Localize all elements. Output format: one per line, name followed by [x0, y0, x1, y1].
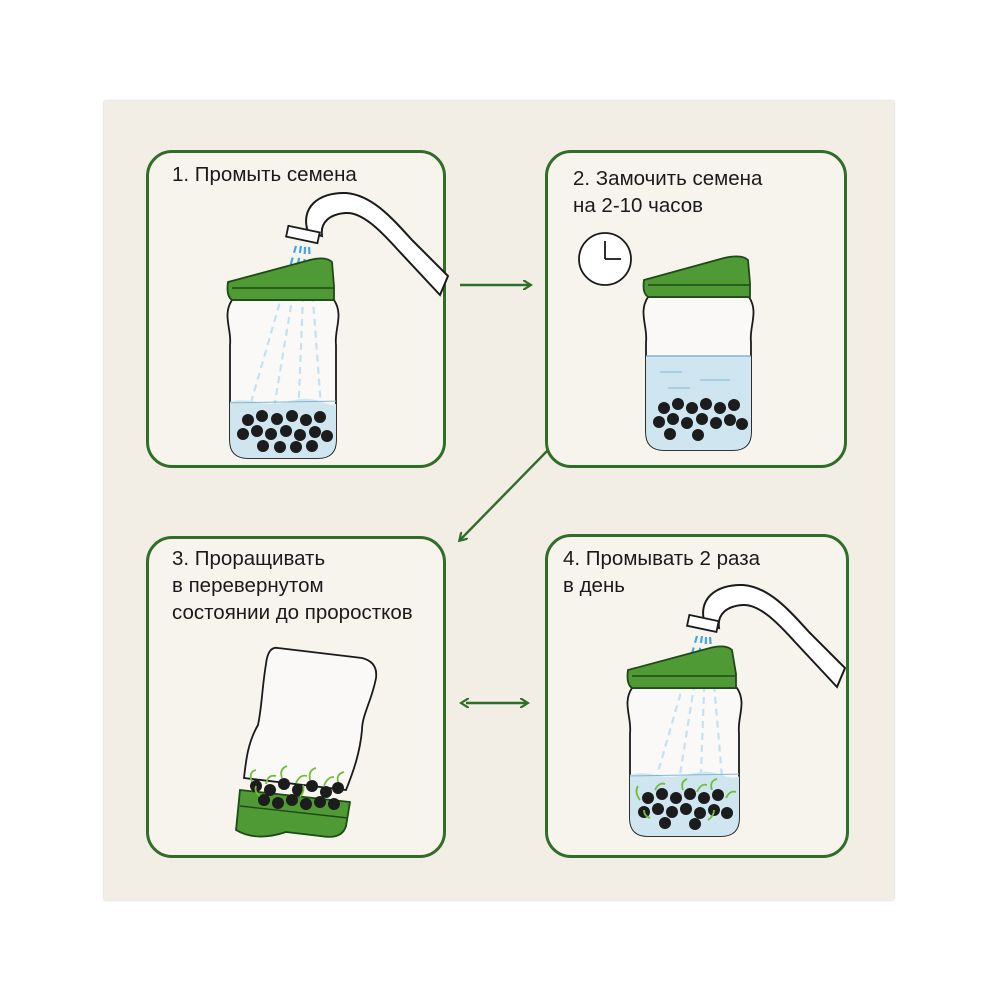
- seed-icon: [638, 788, 733, 830]
- step-2-line-1: 2. Замочить семена: [573, 167, 763, 190]
- faucet-icon: [686, 583, 847, 689]
- step-4-line-1: 4. Промывать 2 раза: [563, 547, 761, 570]
- step-3-caption: 3. Проращивать в перевернутом состоянии …: [172, 545, 413, 626]
- sprout-icon: [249, 765, 345, 798]
- seed-icon: [653, 398, 748, 441]
- faucet-icon: [285, 191, 450, 297]
- step-1-line-1: 1. Промыть семена: [172, 163, 357, 186]
- seed-icon: [250, 778, 344, 810]
- arrow-step2-to-step3: [460, 449, 549, 540]
- step-3-line-3: состоянии до проростков: [172, 601, 413, 624]
- step-2-line-2: на 2-10 часов: [573, 194, 703, 217]
- step-4-line-2: в день: [563, 574, 625, 597]
- clock-icon: [578, 232, 632, 286]
- step-1-caption: 1. Промыть семена: [172, 161, 357, 188]
- seed-icon: [237, 410, 333, 453]
- step-3-line-2: в перевернутом: [172, 574, 324, 597]
- sprout-icon: [635, 778, 737, 821]
- step-3-line-1: 3. Проращивать: [172, 547, 326, 570]
- step-2-caption: 2. Замочить семена на 2-10 часов: [573, 165, 762, 219]
- step-4-caption: 4. Промывать 2 раза в день: [563, 545, 760, 599]
